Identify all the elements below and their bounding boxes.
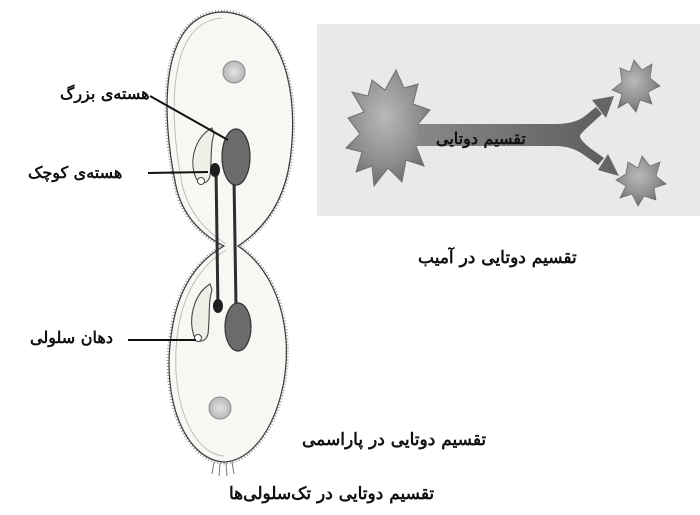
macronucleus-bottom bbox=[225, 303, 251, 351]
label-cell-mouth: دهان سلولی bbox=[30, 328, 113, 347]
paramecium bbox=[167, 12, 293, 476]
label-macronucleus: هسته‌ی بزرگ bbox=[60, 84, 150, 103]
contractile-vacuole-top bbox=[223, 61, 245, 83]
micronucleus-bottom bbox=[213, 299, 223, 313]
amoeba-panel bbox=[317, 24, 700, 216]
micronucleus-top bbox=[210, 163, 220, 177]
caption-paramecium: تقسیم دوتایی در پاراسمی bbox=[302, 430, 486, 450]
macronucleus-top bbox=[222, 129, 250, 185]
label-arrow-binary-fission: تقسیم دوتایی bbox=[436, 129, 526, 148]
caption-amoeba: تقسیم دوتایی در آمیب bbox=[418, 248, 577, 268]
contractile-vacuole-bottom bbox=[209, 397, 231, 419]
caption-main: تقسیم دوتایی در تک‌سلولی‌ها bbox=[229, 484, 434, 504]
label-micronucleus: هسته‌ی کوچک bbox=[28, 163, 122, 182]
